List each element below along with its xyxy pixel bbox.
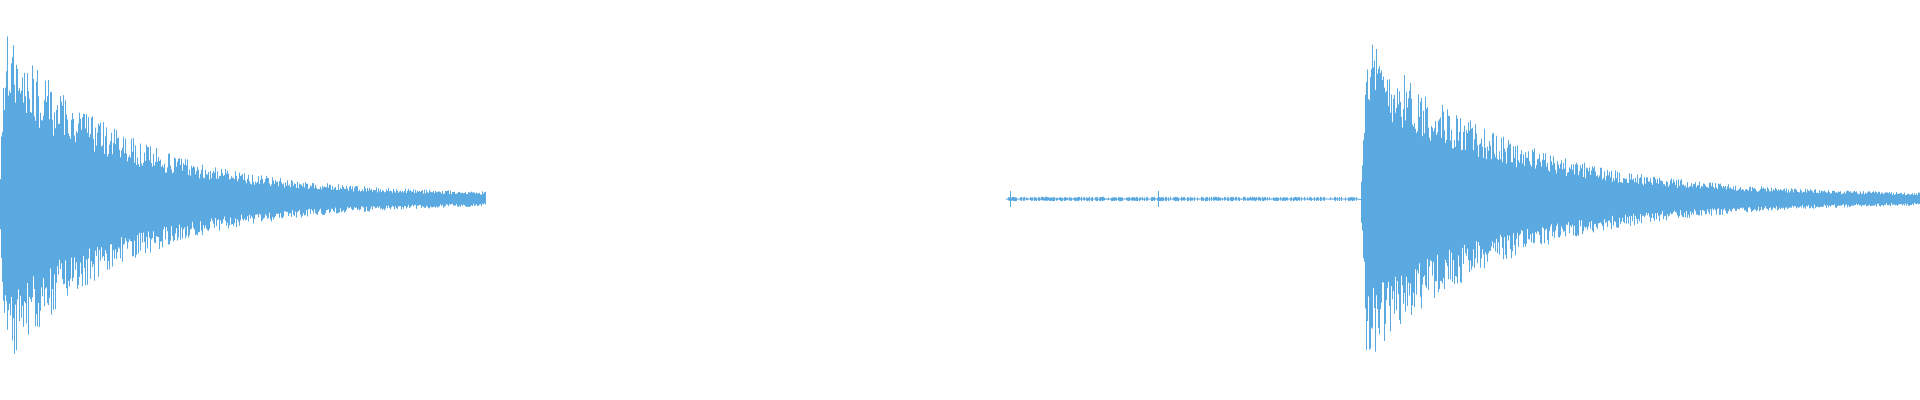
waveform-segments (0, 36, 1920, 354)
waveform-clip-1 (0, 36, 486, 354)
waveform-clip-2-pre-noise (1006, 191, 1359, 207)
waveform-clip-2 (1359, 44, 1920, 352)
